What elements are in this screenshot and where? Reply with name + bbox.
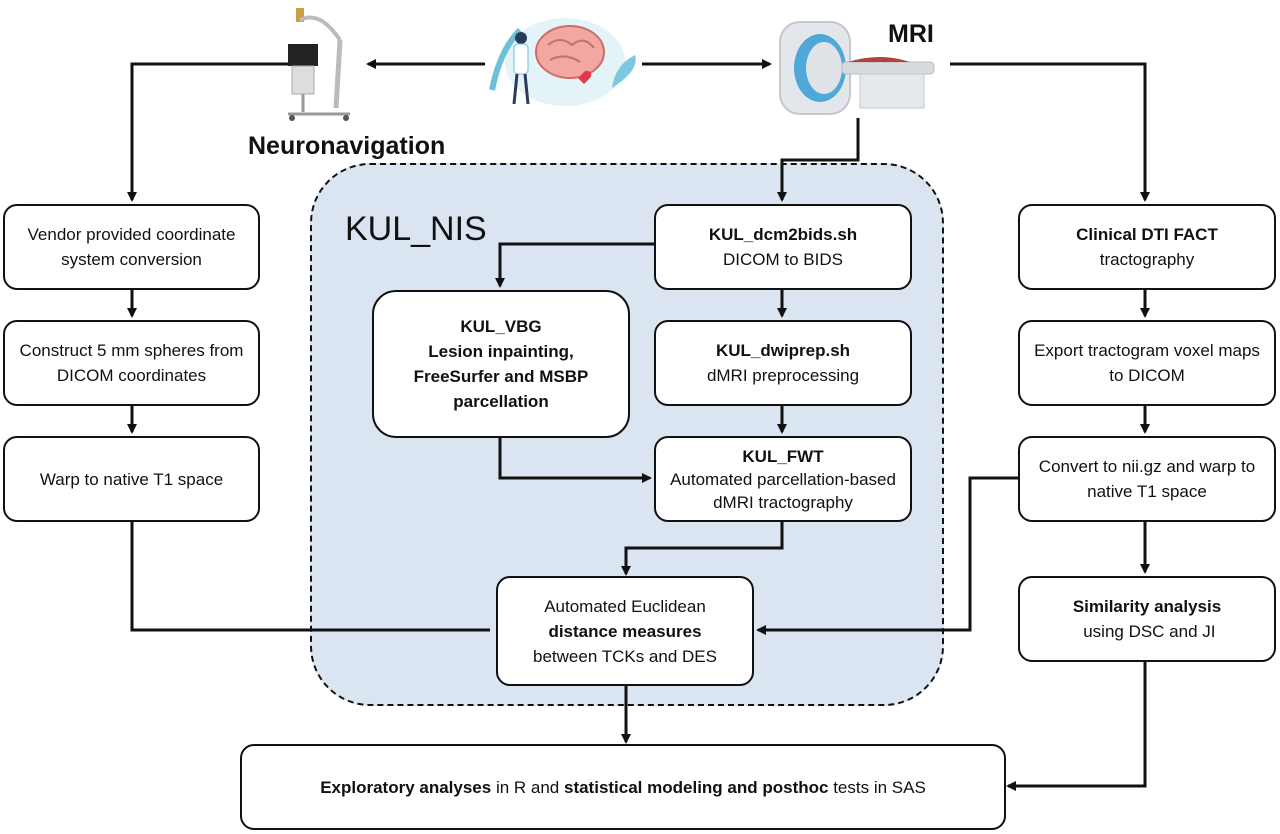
fwt-text: Automated parcellation-based dMRI tracto… — [670, 469, 896, 512]
convert-text: Convert to nii.gz and warp to native T1 … — [1038, 457, 1256, 501]
neuronavigation-device-icon — [288, 8, 350, 121]
arrow-mri-to-clinical — [950, 62, 1150, 202]
construct-spheres-text: Construct 5 mm spheres from DICOM coordi… — [19, 341, 244, 385]
clinical-dti-box: Clinical DTI FACT tractography — [1018, 204, 1276, 290]
kul-nis-label: KUL_NIS — [345, 210, 487, 248]
vbg-title: KUL_VBG — [460, 317, 542, 336]
distance-pre: Automated Euclidean — [544, 596, 706, 616]
arrow-mri-to-dcm2bids — [777, 118, 860, 202]
vendor-conversion-text: Vendor provided coordinate system conver… — [27, 225, 236, 269]
arrow-vbg-to-fwt — [498, 436, 652, 483]
arrow-similarity-to-final — [1006, 660, 1147, 791]
final-analysis-box: Exploratory analyses in R and statistica… — [240, 744, 1006, 830]
convert-box: Convert to nii.gz and warp to native T1 … — [1018, 436, 1276, 522]
arrow-convert-to-distance — [756, 476, 1020, 635]
mri-label: MRI — [888, 20, 934, 48]
final-t2: tests in SAS — [828, 777, 926, 797]
similarity-bold: Similarity analysis — [1072, 597, 1222, 616]
dcm2bids-text: DICOM to BIDS — [723, 250, 843, 269]
similarity-text: using DSC and JI — [1078, 622, 1216, 641]
final-b1: Exploratory analyses — [320, 777, 492, 797]
vbg-line3: FreeSurfer and MSBP parcellation — [413, 367, 589, 411]
arrow-fwt-to-distance — [621, 520, 784, 576]
arrow-warp-to-distance — [130, 520, 490, 632]
export-text: Export tractogram voxel maps to DICOM — [1034, 341, 1260, 385]
dwiprep-box: KUL_dwiprep.sh dMRI preprocessing — [654, 320, 912, 406]
clinical-dti-title: Clinical DTI FACT — [1076, 225, 1218, 244]
dcm2bids-title: KUL_dcm2bids.sh — [708, 225, 858, 244]
similarity-box: Similarity analysis using DSC and JI — [1018, 576, 1276, 662]
vbg-line2: Lesion inpainting, — [428, 342, 574, 361]
arrow-dcm2bids-to-vbg — [495, 242, 656, 288]
dwiprep-title: KUL_dwiprep.sh — [715, 341, 851, 360]
distance-post: between TCKs and DES — [533, 646, 717, 666]
final-b2: statistical modeling and posthoc — [563, 777, 829, 797]
dwiprep-text: dMRI preprocessing — [706, 366, 860, 385]
export-box: Export tractogram voxel maps to DICOM — [1018, 320, 1276, 406]
brain-doctor-illustration-icon — [489, 18, 636, 106]
distance-bold: distance measures — [548, 621, 702, 641]
dcm2bids-box: KUL_dcm2bids.sh DICOM to BIDS — [654, 204, 912, 290]
final-analysis-content: Exploratory analyses in R and statistica… — [320, 775, 926, 800]
mri-scanner-icon — [779, 21, 935, 115]
warp-left-box: Warp to native T1 space — [3, 436, 260, 522]
final-t1: in R and — [491, 777, 564, 797]
arrow-neuronav-to-vendor — [127, 62, 312, 202]
distance-box: Automated Euclidean distance measures be… — [496, 576, 754, 686]
fwt-title: KUL_FWT — [742, 446, 824, 466]
fwt-box: KUL_FWT Automated parcellation-based dMR… — [654, 436, 912, 522]
construct-spheres-box: Construct 5 mm spheres from DICOM coordi… — [3, 320, 260, 406]
vbg-box: KUL_VBG Lesion inpainting, FreeSurfer an… — [372, 290, 630, 438]
vendor-conversion-box: Vendor provided coordinate system conver… — [3, 204, 260, 290]
clinical-dti-text: tractography — [1099, 250, 1195, 269]
neuronavigation-label: Neuronavigation — [248, 132, 446, 160]
similarity-content: Similarity analysis using DSC and JI — [1030, 594, 1264, 644]
warp-left-text: Warp to native T1 space — [39, 469, 224, 489]
